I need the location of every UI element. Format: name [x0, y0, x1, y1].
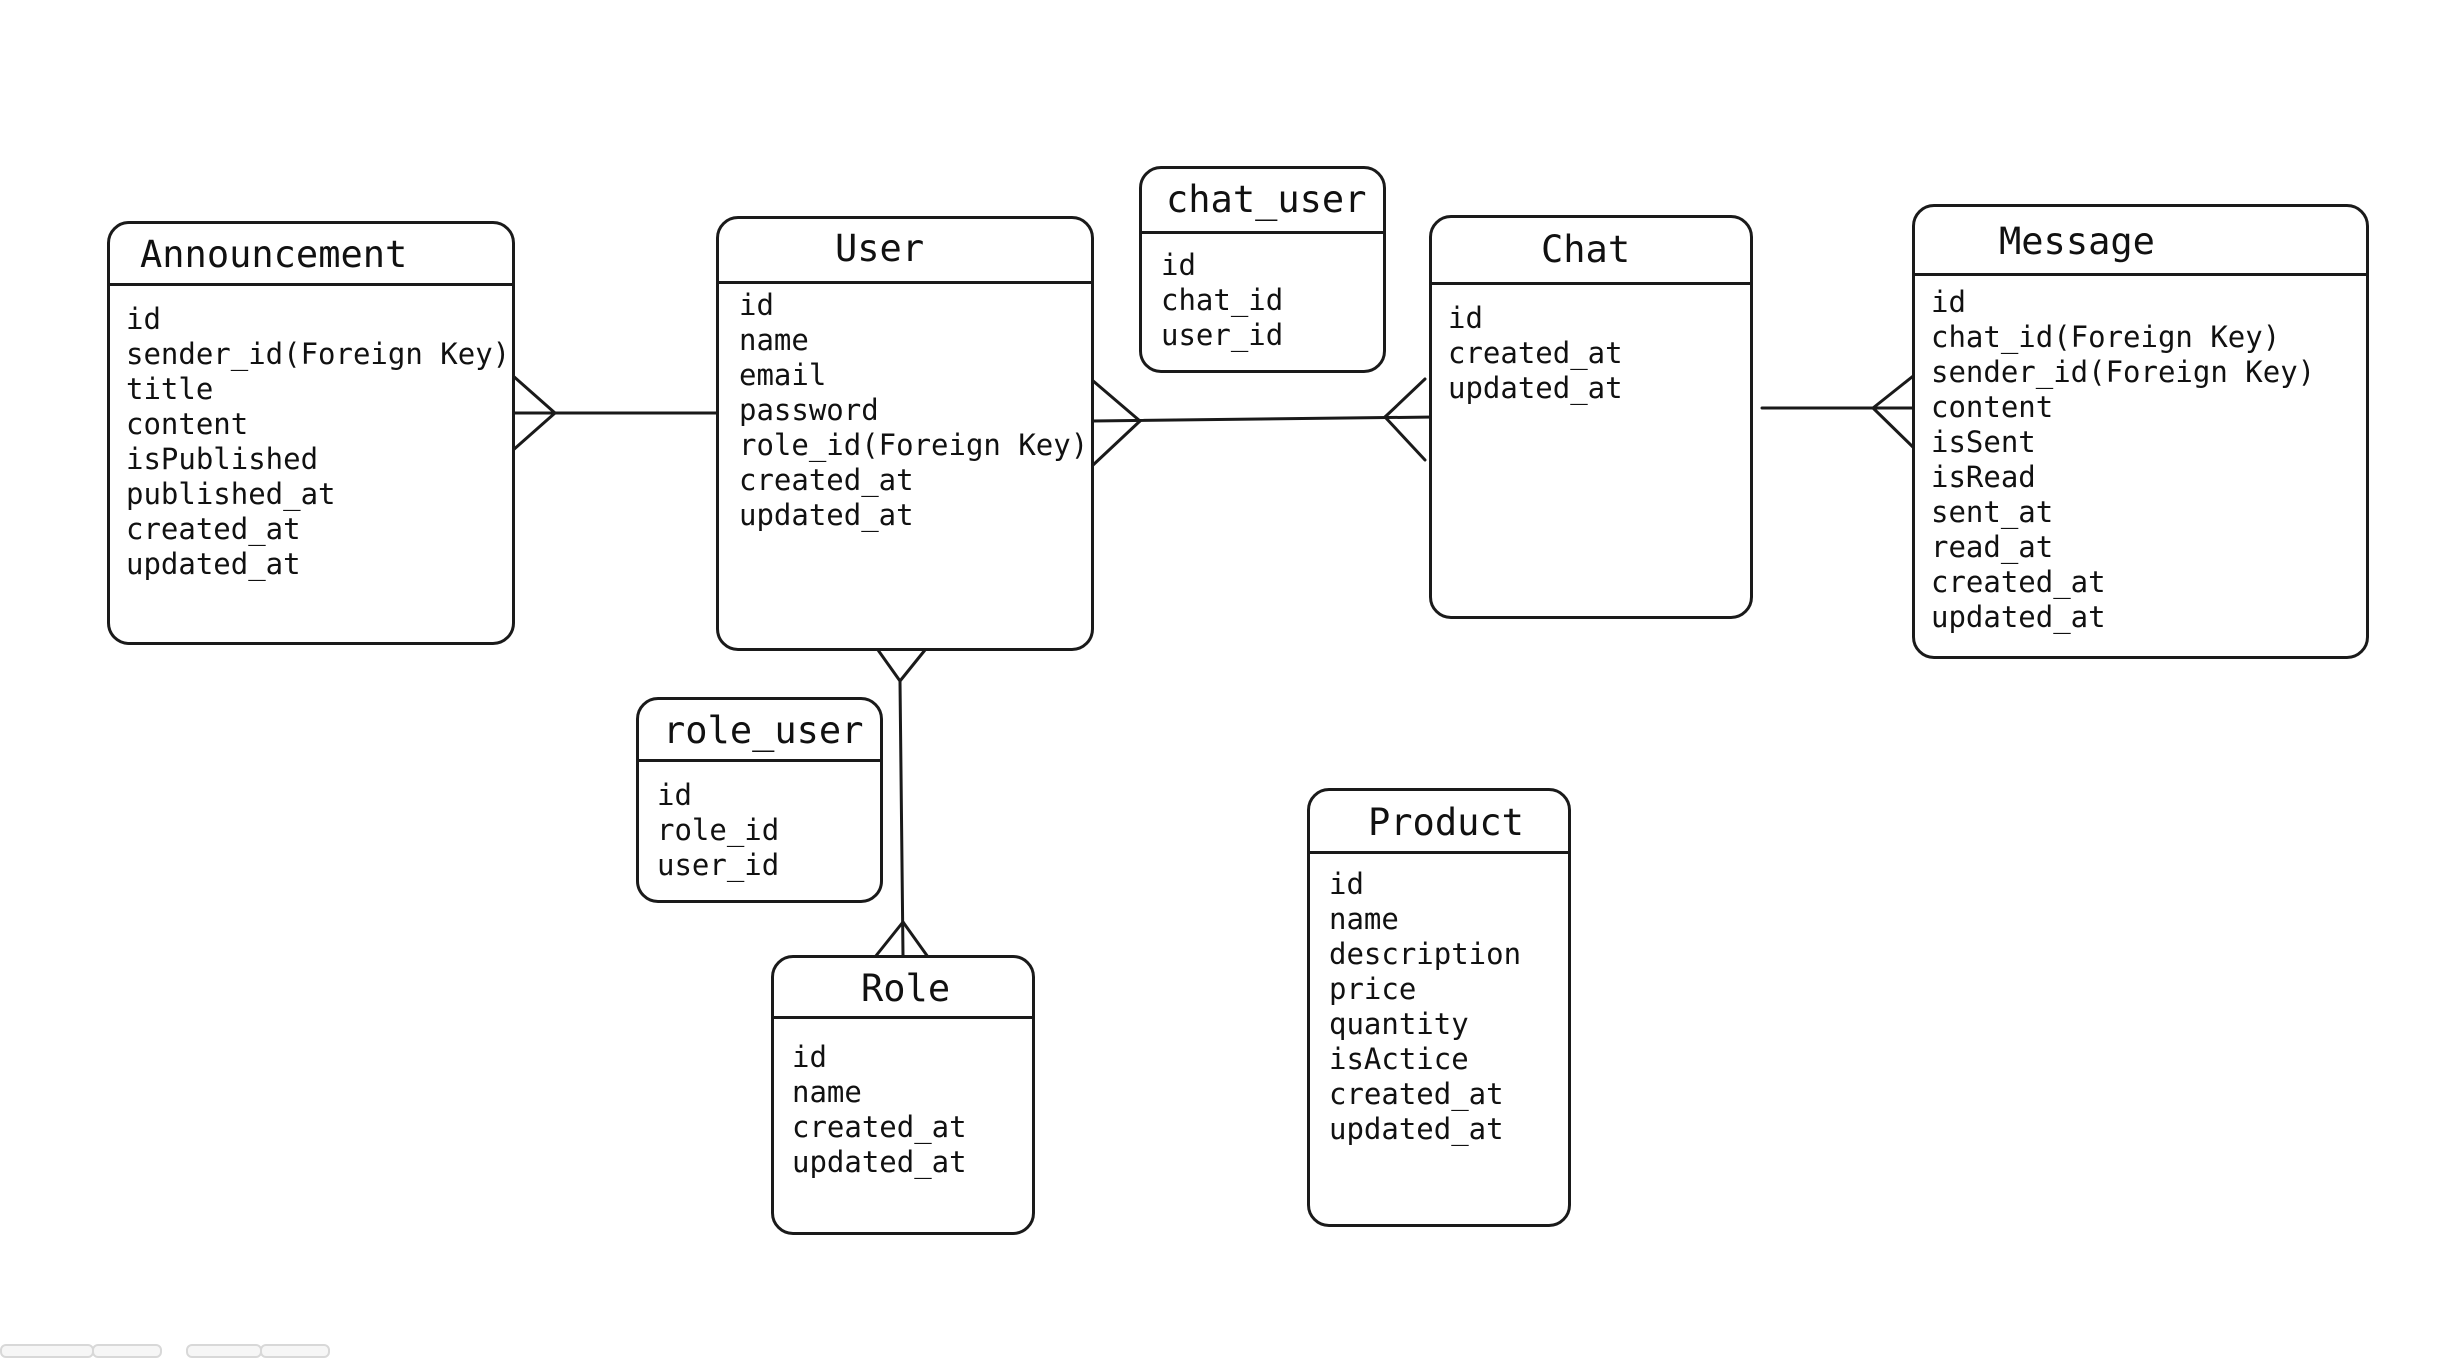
relationship-user-role: [873, 648, 930, 959]
toolbar-tab[interactable]: [186, 1344, 262, 1358]
relationship-user-announcement: [510, 373, 720, 453]
field: user_id: [657, 848, 780, 882]
toolbar-tab[interactable]: [260, 1344, 330, 1358]
bottom-toolbar: [0, 1344, 340, 1358]
field: updated_at: [1329, 1112, 1504, 1146]
field: created_at: [1931, 565, 2106, 599]
field: isSent: [1931, 425, 2036, 459]
field: id: [126, 302, 161, 336]
entity-user[interactable]: User id name email password role_id(Fore…: [716, 216, 1094, 651]
field: isPublished: [126, 442, 319, 476]
field: id: [1931, 285, 1966, 319]
entity-chat-user[interactable]: chat_user id chat_id user_id: [1139, 166, 1386, 373]
entity-header: Announcement: [110, 224, 512, 286]
field: id: [739, 288, 774, 322]
entity-title: Chat: [1541, 228, 1631, 271]
field-list: id created_at updated_at: [1448, 301, 1623, 406]
field-list: id name email password role_id(Foreign K…: [739, 288, 1088, 533]
field: title: [126, 372, 214, 406]
field: created_at: [126, 512, 301, 546]
field: sender_id(Foreign Key): [1931, 355, 2316, 389]
entity-role-user[interactable]: role_user id role_id user_id: [636, 697, 883, 903]
entity-chat[interactable]: Chat id created_at updated_at: [1429, 215, 1753, 619]
field-list: id role_id user_id: [657, 778, 779, 883]
entity-product[interactable]: Product id name description price quanti…: [1307, 788, 1571, 1227]
field: id: [1161, 248, 1196, 282]
field: role_id: [657, 813, 780, 847]
field: name: [739, 323, 809, 357]
entity-announcement[interactable]: Announcement id sender_id(Foreign Key) t…: [107, 221, 515, 645]
entity-header: Role: [774, 958, 1032, 1019]
entity-title: Announcement: [140, 233, 408, 276]
field: user_id: [1161, 318, 1284, 352]
field: password: [739, 393, 879, 427]
field-list: id name description price quantity isAct…: [1329, 867, 1521, 1147]
entity-header: User: [719, 219, 1091, 284]
field: created_at: [1329, 1077, 1504, 1111]
entity-message[interactable]: Message id chat_id(Foreign Key) sender_i…: [1912, 204, 2369, 659]
field: name: [1329, 902, 1399, 936]
toolbar-tab[interactable]: [92, 1344, 162, 1358]
field: name: [792, 1075, 862, 1109]
entity-header: Product: [1310, 791, 1568, 854]
field-list: id chat_id(Foreign Key) sender_id(Foreig…: [1931, 285, 2315, 635]
field: created_at: [739, 463, 914, 497]
field: email: [739, 358, 827, 392]
relationship-user-chat: [1090, 377, 1437, 468]
entity-title: User: [835, 227, 925, 270]
field: content: [1931, 390, 2054, 424]
field: description: [1329, 937, 1522, 971]
field: chat_id: [1161, 283, 1284, 317]
entity-title: role_user: [663, 709, 864, 752]
field: quantity: [1329, 1007, 1469, 1041]
entity-header: Message: [1915, 207, 2366, 276]
field: created_at: [792, 1110, 967, 1144]
entity-title: Product: [1368, 801, 1524, 844]
entity-header: Chat: [1432, 218, 1750, 285]
field: created_at: [1448, 336, 1623, 370]
field: role_id(Foreign Key): [739, 428, 1089, 462]
field-list: id sender_id(Foreign Key) title content …: [126, 302, 510, 582]
field-list: id name created_at updated_at: [792, 1040, 967, 1180]
entity-title: chat_user: [1166, 178, 1367, 221]
field: updated_at: [739, 498, 914, 532]
field: sender_id(Foreign Key): [126, 337, 511, 371]
field: isRead: [1931, 460, 2036, 494]
field: chat_id(Foreign Key): [1931, 320, 2281, 354]
field: id: [792, 1040, 827, 1074]
field: price: [1329, 972, 1417, 1006]
field: sent_at: [1931, 495, 2054, 529]
field: updated_at: [126, 547, 301, 581]
field: published_at: [126, 477, 336, 511]
field: id: [657, 778, 692, 812]
field: content: [126, 407, 249, 441]
toolbar-tab[interactable]: [0, 1344, 94, 1358]
field-list: id chat_id user_id: [1161, 248, 1283, 353]
field: updated_at: [792, 1145, 967, 1179]
entity-title: Role: [861, 967, 951, 1010]
field: updated_at: [1931, 600, 2106, 634]
field: id: [1448, 301, 1483, 335]
field: read_at: [1931, 530, 2054, 564]
entity-header: role_user: [639, 700, 880, 762]
relationship-chat-message: [1760, 371, 1919, 453]
entity-role[interactable]: Role id name created_at updated_at: [771, 955, 1035, 1235]
field: isActice: [1329, 1042, 1469, 1076]
entity-title: Message: [1999, 220, 2155, 263]
field: updated_at: [1448, 371, 1623, 405]
entity-header: chat_user: [1142, 169, 1383, 234]
field: id: [1329, 867, 1364, 901]
